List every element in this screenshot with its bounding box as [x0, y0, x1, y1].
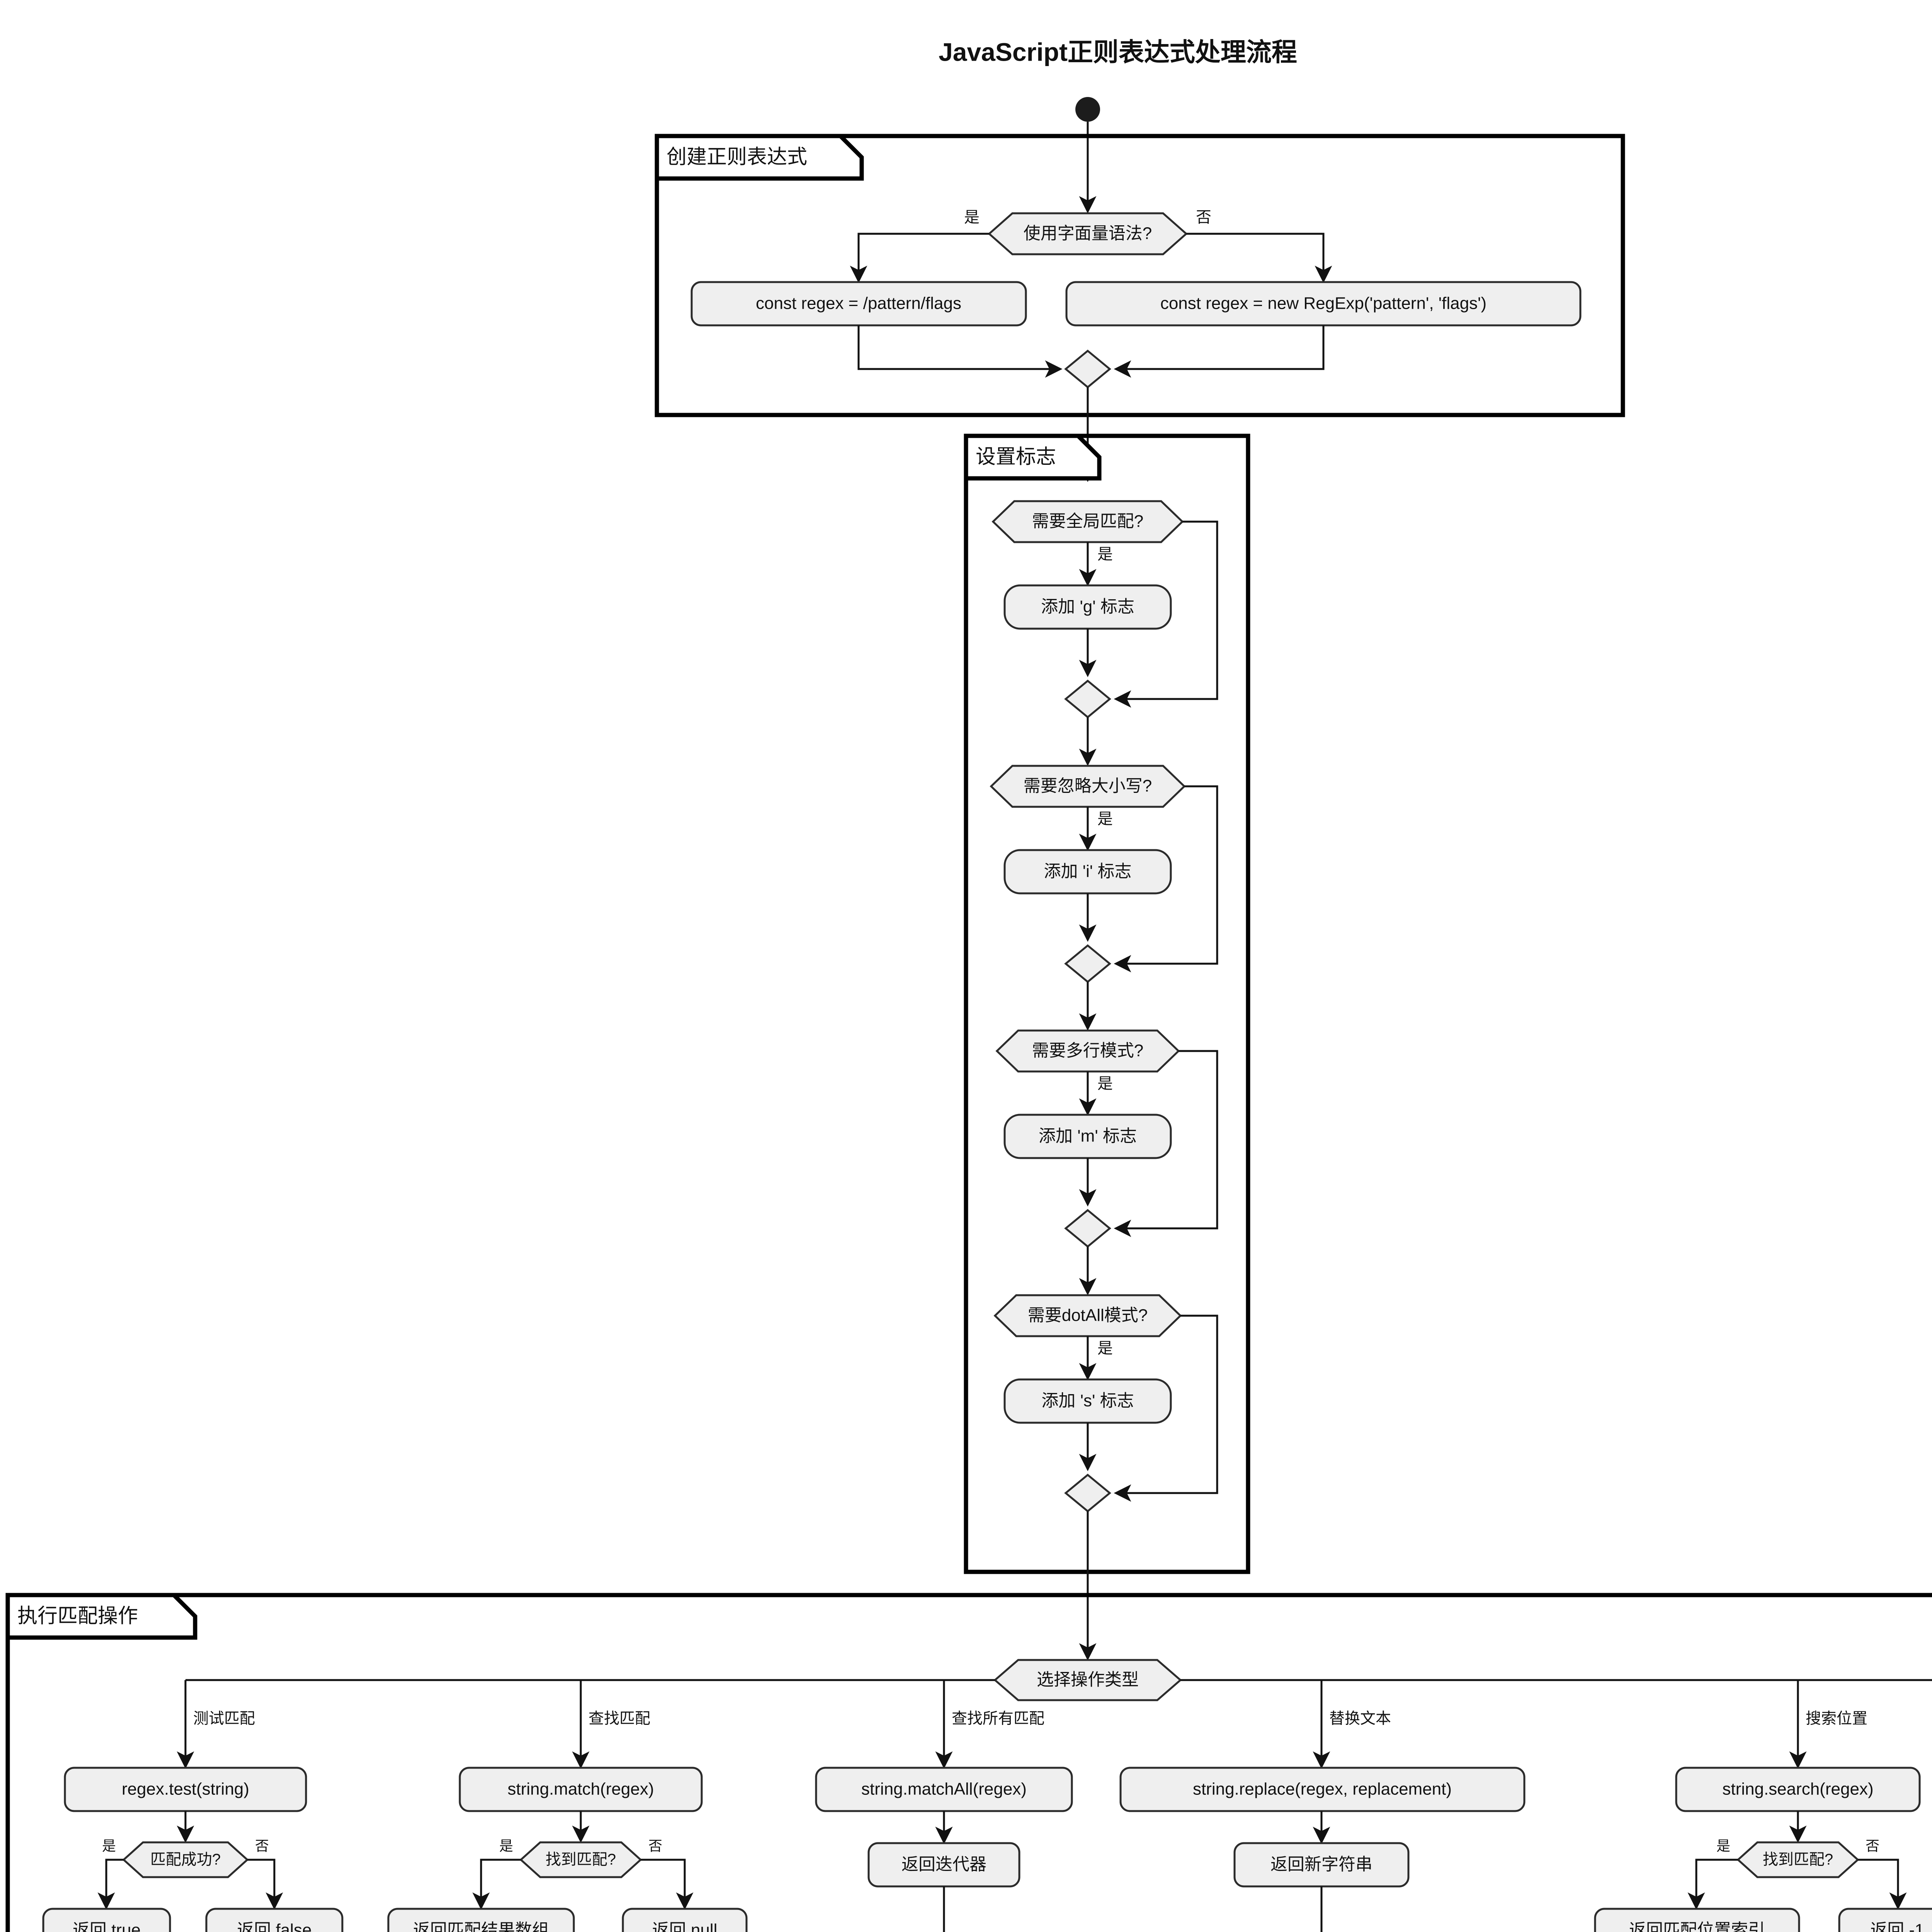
merge-s-flag — [1064, 1473, 1111, 1513]
decision-need-dotall[interactable] — [993, 1294, 1182, 1337]
edge-literal-merge-right — [1114, 325, 1325, 378]
edge-label-branch-match: 查找匹配 — [588, 1710, 650, 1727]
decision-found-match-1-label: 找到匹配? — [546, 1851, 616, 1868]
action-string-search-label: string.search(regex) — [1722, 1780, 1873, 1799]
action-add-s-flag-label: 添加 's' 标志 — [1041, 1391, 1134, 1410]
frame-label-execute-match: 执行匹配操作 — [17, 1605, 138, 1628]
edge-literal-no — [1186, 233, 1332, 283]
action-return-false-label: 返回 false — [237, 1921, 311, 1932]
frame-label-set-flags: 设置标志 — [976, 446, 1056, 468]
action-add-i-flag-label: 添加 'i' 标志 — [1044, 862, 1131, 881]
edge-label-multiline-yes: 是 — [1097, 1075, 1113, 1092]
action-return-true-label: 返回 true — [73, 1921, 141, 1932]
action-return-match-array[interactable] — [387, 1908, 575, 1932]
start-node — [1075, 97, 1100, 122]
edge-label-branch-test: 测试匹配 — [193, 1710, 255, 1727]
edge-label-match-no: 否 — [648, 1838, 662, 1854]
edge-match-no — [641, 1859, 694, 1910]
action-return-null-label: 返回 null — [652, 1921, 718, 1932]
action-return-match-index[interactable] — [1594, 1908, 1800, 1932]
edge-global-no — [1114, 520, 1218, 708]
edge-label-literal-yes: 是 — [964, 209, 980, 226]
edge-label-literal-no: 否 — [1196, 209, 1211, 226]
decision-need-ignore-case-label: 需要忽略大小写? — [1024, 777, 1152, 796]
edge-label-search-yes: 是 — [1716, 1838, 1730, 1854]
edge-label-match-yes: 是 — [499, 1838, 513, 1854]
action-return-match-index-label: 返回匹配位置索引 — [1629, 1921, 1765, 1932]
action-return-new-string-label: 返回新字符串 — [1270, 1855, 1372, 1874]
frame-create-regex — [655, 134, 1625, 417]
edge-matchall-to-result — [944, 1811, 1639, 1841]
action-regex-literal-label: const regex = /pattern/flags — [756, 294, 961, 313]
edge-label-search-no: 否 — [1866, 1838, 1879, 1854]
action-string-match-label: string.match(regex) — [507, 1780, 654, 1799]
decision-choose-operation-type-label: 选择操作类型 — [1037, 1670, 1139, 1689]
merge-i-flag — [1064, 944, 1111, 983]
edge-match-yes — [472, 1859, 521, 1910]
edge-label-branch-matchall: 查找所有匹配 — [952, 1710, 1044, 1727]
frame-execute-match — [5, 1593, 1932, 1932]
edge-literal-merge-left — [857, 325, 1063, 378]
edge-literal-yes — [850, 233, 989, 283]
edge-label-branch-search: 搜索位置 — [1806, 1710, 1867, 1727]
action-return-iterator-label: 返回迭代器 — [901, 1855, 986, 1874]
edge-label-dotall-yes: 是 — [1097, 1340, 1113, 1357]
edge-test-yes — [97, 1859, 124, 1910]
action-return-true[interactable] — [42, 1908, 171, 1932]
decision-match-success-label: 匹配成功? — [150, 1851, 221, 1868]
decision-need-multiline-label: 需要多行模式? — [1032, 1041, 1143, 1060]
decision-need-multiline[interactable] — [995, 1029, 1180, 1073]
frame-tab-set-flags — [964, 434, 1102, 481]
action-regex-constructor-label: const regex = new RegExp('pattern', 'fla… — [1160, 294, 1486, 313]
action-string-replace-label: string.replace(regex, replacement) — [1193, 1780, 1452, 1799]
edge-ignorecase-no — [1114, 785, 1218, 973]
action-return-minus-one[interactable] — [1838, 1908, 1932, 1932]
edge-label-test-no: 否 — [255, 1838, 269, 1854]
decision-need-ignore-case[interactable] — [990, 765, 1186, 808]
merge-g-flag — [1064, 679, 1111, 719]
decision-need-global-match-label: 需要全局匹配? — [1032, 512, 1143, 531]
frame-tab-create-regex — [655, 134, 864, 181]
action-return-minus-one-label: 返回 -1 — [1870, 1921, 1924, 1932]
merge-create-regex — [1064, 349, 1111, 389]
action-add-g-flag-label: 添加 'g' 标志 — [1041, 597, 1134, 616]
decision-use-literal-syntax-label: 使用字面量语法? — [1024, 224, 1152, 243]
action-return-match-array-label: 返回匹配结果数组 — [413, 1921, 549, 1932]
edge-dotall-no — [1114, 1315, 1218, 1502]
action-return-null[interactable] — [622, 1908, 748, 1932]
edge-search-yes — [1687, 1859, 1738, 1910]
edge-label-test-yes: 是 — [102, 1838, 116, 1854]
decision-need-global-match[interactable] — [992, 500, 1184, 543]
edge-label-global-yes: 是 — [1097, 546, 1113, 563]
frame-tab-execute-match — [5, 1593, 197, 1640]
frame-label-create-regex: 创建正则表达式 — [667, 146, 807, 168]
action-string-matchall-label: string.matchAll(regex) — [861, 1780, 1027, 1799]
decision-found-match-2-label: 找到匹配? — [1763, 1851, 1833, 1868]
page-title: JavaScript正则表达式处理流程 — [939, 37, 1297, 66]
decision-need-dotall-label: 需要dotAll模式? — [1028, 1306, 1148, 1325]
edge-label-ignorecase-yes: 是 — [1097, 811, 1113, 828]
edge-search-no — [1858, 1859, 1907, 1910]
merge-m-flag — [1064, 1209, 1111, 1248]
action-add-m-flag-label: 添加 'm' 标志 — [1039, 1127, 1137, 1146]
edge-label-branch-replace: 替换文本 — [1329, 1710, 1391, 1727]
frame-set-flags — [964, 434, 1250, 1574]
edge-multiline-no — [1114, 1050, 1218, 1237]
action-regex-test-label: regex.test(string) — [122, 1780, 249, 1799]
edge-split-out — [1110, 1886, 1932, 1932]
action-return-false[interactable] — [205, 1908, 344, 1932]
edge-test-no — [247, 1859, 283, 1910]
